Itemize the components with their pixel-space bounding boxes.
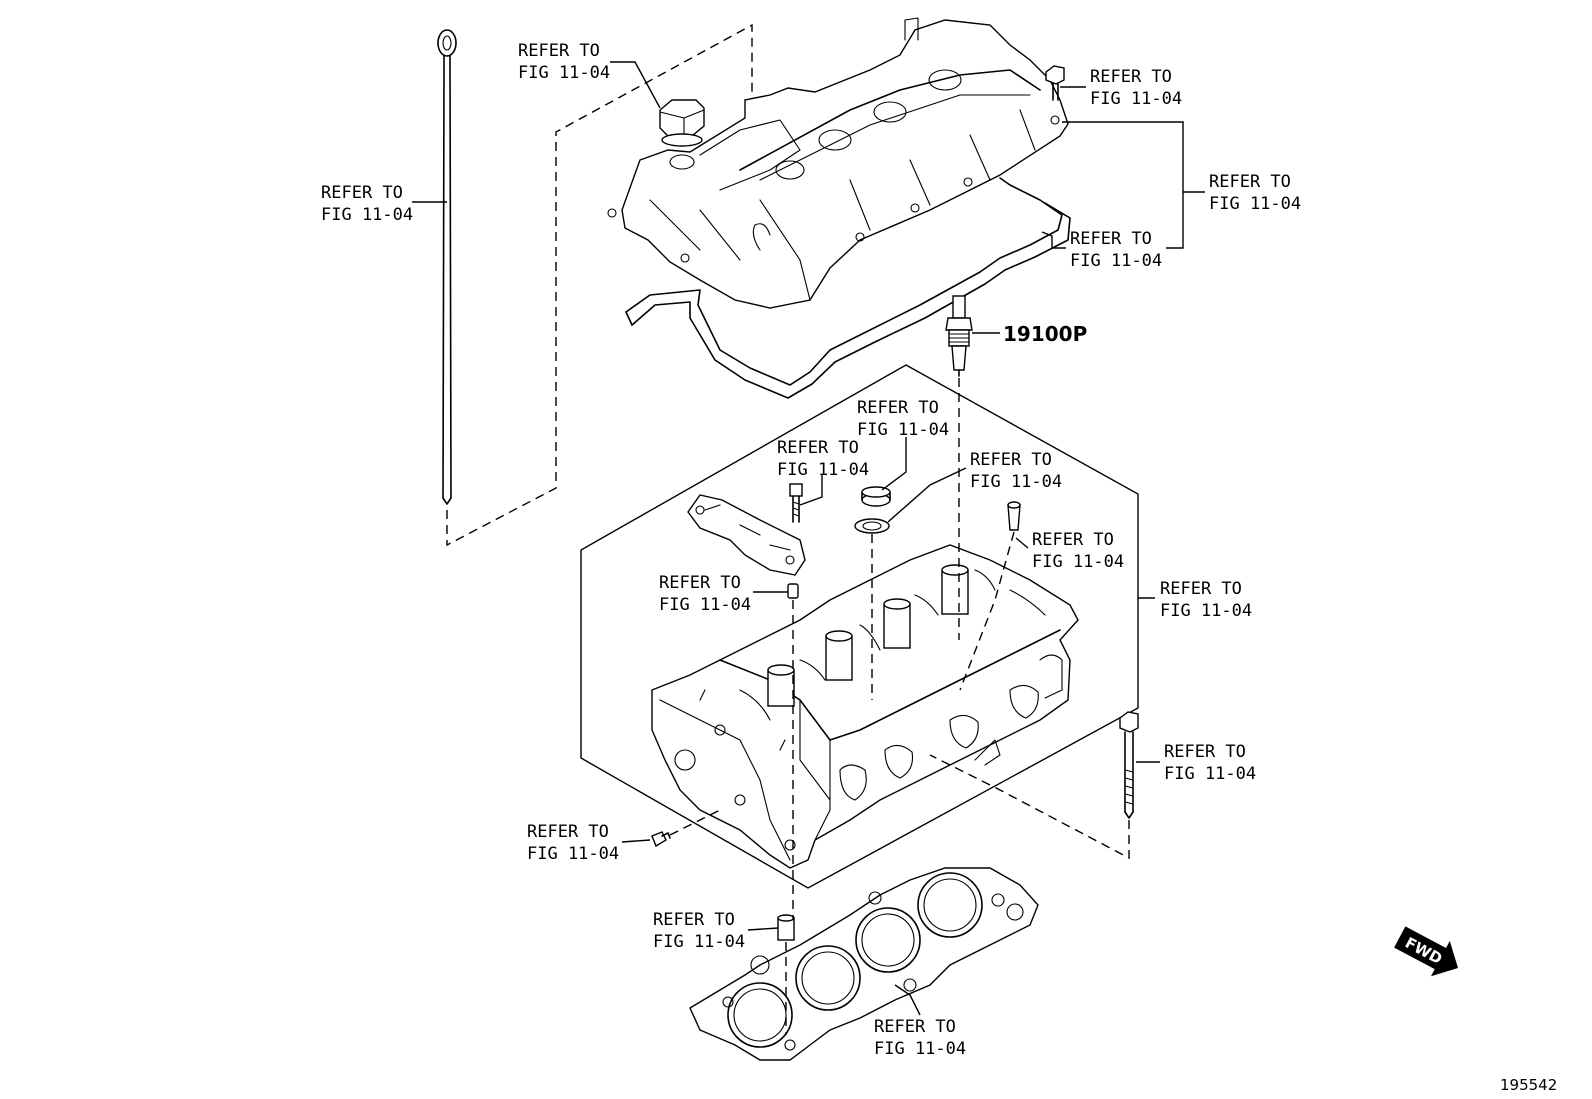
svg-text:FIG 11-04: FIG 11-04 (970, 472, 1062, 492)
label-seal-upper[interactable]: REFER TO FIG 11-04 (857, 398, 949, 440)
head-cover-gasket (625, 177, 1071, 399)
dipstick-guide-line (446, 23, 753, 547)
svg-text:REFER TO: REFER TO (518, 41, 600, 61)
cylinder-head-bolt (1119, 711, 1139, 819)
svg-text:REFER TO: REFER TO (1070, 229, 1152, 249)
label-head-gasket[interactable]: REFER TO FIG 11-04 (874, 1017, 966, 1059)
head-cover-bolt (1045, 65, 1065, 101)
spark-plug-part-number[interactable]: 19100P (1003, 322, 1087, 346)
projection-lines (669, 378, 1130, 1035)
svg-text:REFER TO: REFER TO (1209, 172, 1291, 192)
label-plug[interactable]: REFER TO FIG 11-04 (527, 822, 619, 864)
cylinder-head (651, 544, 1079, 869)
label-cover-gasket[interactable]: REFER TO FIG 11-04 (1070, 229, 1162, 271)
knock-pin (787, 583, 799, 599)
svg-text:REFER TO: REFER TO (1160, 579, 1242, 599)
leader-lines (412, 61, 1205, 1016)
valve-lifters (767, 564, 969, 707)
svg-text:REFER TO: REFER TO (970, 450, 1052, 470)
svg-text:FIG 11-04: FIG 11-04 (777, 460, 869, 480)
svg-text:FIG 11-04: FIG 11-04 (1032, 552, 1124, 572)
fwd-arrow-icon: FWD (1394, 926, 1459, 977)
svg-text:REFER TO: REFER TO (874, 1017, 956, 1037)
label-head-bolt[interactable]: REFER TO FIG 11-04 (1164, 742, 1256, 784)
svg-text:FIG 11-04: FIG 11-04 (857, 420, 949, 440)
svg-text:FIG 11-04: FIG 11-04 (1164, 764, 1256, 784)
svg-text:FIG 11-04: FIG 11-04 (653, 932, 745, 952)
label-dowel[interactable]: REFER TO FIG 11-04 (653, 910, 745, 952)
svg-text:REFER TO: REFER TO (527, 822, 609, 842)
svg-text:REFER TO: REFER TO (1032, 530, 1114, 550)
svg-text:REFER TO: REFER TO (659, 573, 741, 593)
svg-text:REFER TO: REFER TO (653, 910, 735, 930)
svg-text:FIG 11-04: FIG 11-04 (1070, 251, 1162, 271)
label-pin[interactable]: REFER TO FIG 11-04 (659, 573, 751, 615)
spark-plug-tube (1007, 501, 1021, 531)
svg-text:REFER TO: REFER TO (1090, 67, 1172, 87)
svg-text:FIG 11-04: FIG 11-04 (1090, 89, 1182, 109)
oil-dipstick (437, 29, 457, 505)
svg-text:REFER TO: REFER TO (777, 438, 859, 458)
label-head-cover[interactable]: REFER TO FIG 11-04 (1209, 172, 1301, 214)
svg-text:FIG 11-04: FIG 11-04 (1160, 601, 1252, 621)
seal-ring (854, 518, 890, 534)
oil-filler-cap (659, 99, 705, 147)
camshaft-bearing-cap (687, 494, 806, 576)
spark-plug (945, 295, 973, 377)
svg-text:REFER TO: REFER TO (321, 183, 403, 203)
svg-text:FIG 11-04: FIG 11-04 (518, 63, 610, 83)
plug-tube-seal (861, 486, 891, 507)
svg-text:FIG 11-04: FIG 11-04 (321, 205, 413, 225)
label-seal-ring[interactable]: REFER TO FIG 11-04 (970, 450, 1062, 492)
camshaft-cap-bolt (789, 483, 803, 523)
threaded-plug (651, 831, 671, 848)
illustration-id: 195542 (1500, 1076, 1557, 1094)
cylinder-head-gasket (689, 867, 1039, 1061)
label-dipstick[interactable]: REFER TO FIG 11-04 (321, 183, 413, 225)
label-cylinder-head[interactable]: REFER TO FIG 11-04 (1160, 579, 1252, 621)
svg-text:REFER TO: REFER TO (1164, 742, 1246, 762)
head-dowel-pin (777, 914, 795, 941)
svg-text:FIG 11-04: FIG 11-04 (874, 1039, 966, 1059)
svg-text:FIG 11-04: FIG 11-04 (1209, 194, 1301, 214)
cylinder-head-cover (607, 17, 1069, 309)
cylinder-head-frame (580, 364, 1139, 889)
svg-text:FIG 11-04: FIG 11-04 (659, 595, 751, 615)
svg-text:REFER TO: REFER TO (857, 398, 939, 418)
label-oil-cap[interactable]: REFER TO FIG 11-04 (518, 41, 610, 83)
label-cam-bolt[interactable]: REFER TO FIG 11-04 (777, 438, 869, 480)
label-cover-bolt[interactable]: REFER TO FIG 11-04 (1090, 67, 1182, 109)
svg-text:FIG 11-04: FIG 11-04 (527, 844, 619, 864)
label-tube[interactable]: REFER TO FIG 11-04 (1032, 530, 1124, 572)
